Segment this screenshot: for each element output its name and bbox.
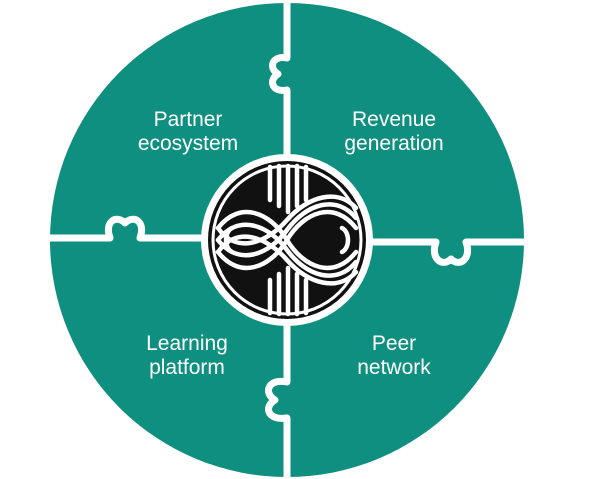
separator-left — [44, 215, 291, 242]
label-line-2: platform — [149, 356, 225, 379]
label-learning-platform: Learning platform — [87, 332, 287, 380]
separator-right — [283, 238, 534, 266]
separator-bottom — [265, 236, 291, 479]
interwoven-infinity-knot-icon — [215, 163, 359, 317]
label-line-2: network — [357, 356, 431, 379]
label-line-1: Peer — [371, 332, 417, 355]
label-line-1: Revenue — [351, 108, 437, 131]
separator-top — [269, 0, 291, 244]
label-line-2: ecosystem — [137, 132, 239, 155]
label-partner-ecosystem: Partner ecosystem — [88, 108, 288, 156]
label-line-1: Partner — [153, 108, 223, 131]
label-line-2: generation — [344, 132, 444, 155]
label-line-1: Learning — [146, 332, 228, 355]
label-peer-network: Peer network — [294, 332, 494, 380]
piece-separators — [44, 0, 534, 479]
label-revenue-generation: Revenue generation — [294, 108, 494, 156]
center-emblem — [201, 154, 373, 326]
